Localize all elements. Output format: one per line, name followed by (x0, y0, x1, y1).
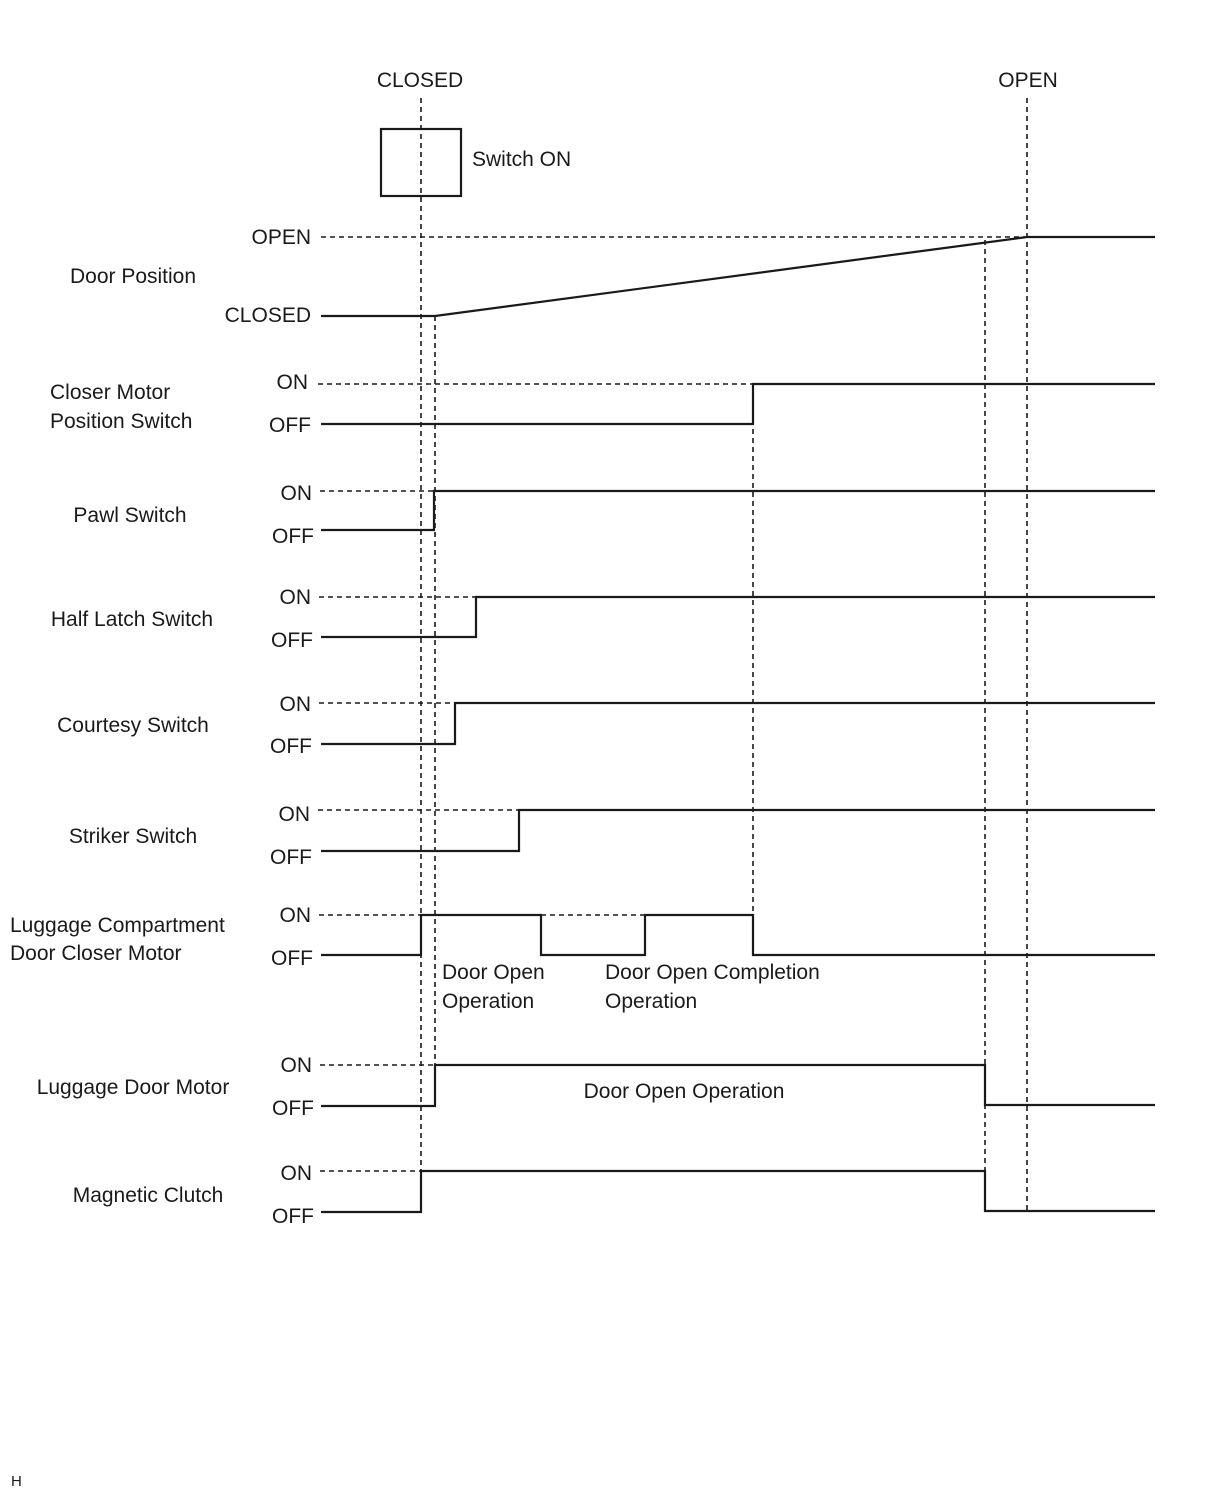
striker-switch-off: OFF (270, 846, 312, 869)
closer-motor-position-switch-on: ON (277, 371, 309, 394)
courtesy-switch-trace (321, 701, 1155, 746)
half-latch-switch-label: Half Latch Switch (51, 608, 213, 631)
magnetic-clutch-trace (321, 1169, 1155, 1214)
magnetic-clutch-label: Magnetic Clutch (73, 1184, 224, 1207)
closer-motor-position-switch-label: Closer Motor Position Switch (50, 381, 192, 433)
door-position-label: Door Position (70, 265, 196, 288)
closer-motor-position-switch-trace (321, 382, 1155, 426)
half-latch-switch-trace (321, 595, 1155, 639)
header-closed-label: CLOSED (377, 69, 463, 92)
door-motor-trace (321, 1063, 1155, 1108)
closer-motor-annotation-first: Door Open Operation (442, 961, 551, 1013)
closer-motor-trace (321, 913, 1155, 957)
pawl-switch-label: Pawl Switch (73, 504, 186, 527)
door-motor-label: Luggage Door Motor (37, 1076, 230, 1099)
door-position-closed-level: CLOSED (225, 304, 311, 327)
half-latch-switch-on: ON (280, 586, 312, 609)
closer-motor-on: ON (280, 904, 312, 927)
pawl-switch-trace (321, 489, 1155, 532)
courtesy-switch-off: OFF (270, 735, 312, 758)
striker-switch-trace (321, 808, 1155, 853)
door-position-open-level: OPEN (251, 226, 311, 249)
header-open-label: OPEN (998, 69, 1058, 92)
door-position-trace (321, 235, 1155, 318)
closer-motor-label: Luggage Compartment Door Closer Motor (10, 914, 231, 965)
door-motor-off: OFF (272, 1097, 314, 1120)
closer-motor-annotation-second: Door Open Completion Operation (605, 961, 826, 1013)
closer-motor-off: OFF (271, 947, 313, 970)
striker-switch-on: ON (279, 803, 311, 826)
half-latch-switch-off: OFF (271, 629, 313, 652)
pawl-switch-off: OFF (272, 525, 314, 548)
striker-switch-label: Striker Switch (69, 825, 197, 848)
footer-code: H (11, 1473, 22, 1490)
magnetic-clutch-off: OFF (272, 1205, 314, 1228)
courtesy-switch-label: Courtesy Switch (57, 714, 209, 737)
switch-box-label: Switch ON (472, 148, 571, 171)
door-motor-annotation: Door Open Operation (584, 1080, 785, 1103)
magnetic-clutch-on: ON (281, 1162, 313, 1185)
pawl-switch-on: ON (281, 482, 313, 505)
courtesy-switch-on: ON (280, 693, 312, 716)
door-motor-on: ON (281, 1054, 313, 1077)
closer-motor-position-switch-off: OFF (269, 414, 311, 437)
